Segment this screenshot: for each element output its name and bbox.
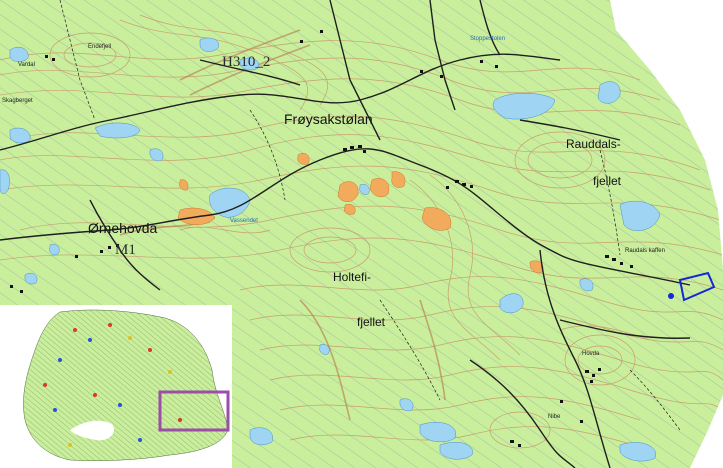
lake <box>439 441 473 460</box>
lake <box>319 344 330 355</box>
lake <box>24 272 38 285</box>
lake <box>579 278 594 292</box>
lake <box>619 200 661 231</box>
lake <box>399 398 414 412</box>
inset-features <box>43 323 182 447</box>
label-froysakstolan: Frøysakstølan <box>284 111 373 127</box>
quarry <box>421 207 452 231</box>
road <box>559 319 691 339</box>
quarry <box>344 204 356 215</box>
quarry <box>369 178 390 198</box>
quarry <box>529 260 544 274</box>
road <box>539 249 611 468</box>
main-road <box>0 148 691 286</box>
lake <box>499 293 524 314</box>
quarry <box>179 179 189 191</box>
road <box>479 0 501 56</box>
label-small: Vardal <box>18 62 35 68</box>
inset-sea-inlet <box>70 420 115 441</box>
buildings <box>10 30 633 447</box>
aoi-marker[interactable] <box>668 271 716 302</box>
label-holtefi-2: fjellet <box>357 315 386 329</box>
lake <box>492 93 556 120</box>
label-ornehovda: Ørnehovda <box>88 220 157 236</box>
lake <box>619 442 656 462</box>
label-stoppestolen: Stoppestolen <box>470 36 505 42</box>
lake <box>149 148 164 162</box>
lake <box>249 427 273 446</box>
quarry <box>297 152 310 165</box>
label-skagberget: Skagberget <box>2 98 33 104</box>
quarry <box>391 171 406 188</box>
inset-extent-frame[interactable] <box>158 390 230 432</box>
lake <box>209 187 251 218</box>
road <box>89 199 161 291</box>
lake <box>49 244 60 256</box>
lake <box>9 127 31 144</box>
inset-hatch <box>23 310 229 461</box>
lake <box>199 37 220 52</box>
lake <box>9 47 29 62</box>
overview-inset[interactable] <box>0 305 232 468</box>
label-vassendet: Vassendet <box>230 218 258 224</box>
quarry <box>337 181 359 202</box>
label-rauddals-1: Rauddals- <box>566 137 621 151</box>
road <box>329 0 381 141</box>
label-nibe: Nibe <box>548 414 561 420</box>
label-rauddals-2: fjellet <box>593 174 622 188</box>
roads <box>0 0 691 468</box>
lake <box>597 81 621 104</box>
road <box>469 359 576 468</box>
tracks <box>59 0 681 431</box>
road <box>519 119 621 141</box>
label-raudals-kaffen: Raudals kaffen <box>625 248 665 254</box>
lake <box>239 57 260 71</box>
main-road <box>0 53 561 151</box>
label-hovda: Hovda <box>582 351 600 357</box>
label-endefjell: Endefjell <box>88 44 111 50</box>
quarry-areas <box>177 152 544 274</box>
road <box>199 59 301 86</box>
lake <box>94 122 141 139</box>
label-m1: M1 <box>115 242 136 258</box>
lake <box>419 422 456 443</box>
lake <box>359 184 370 195</box>
road <box>429 0 456 111</box>
label-holtefi-1: Holtefi- <box>333 270 371 284</box>
lakes <box>0 37 661 462</box>
lake <box>0 169 10 194</box>
label-h310: H310_2 <box>222 54 270 70</box>
